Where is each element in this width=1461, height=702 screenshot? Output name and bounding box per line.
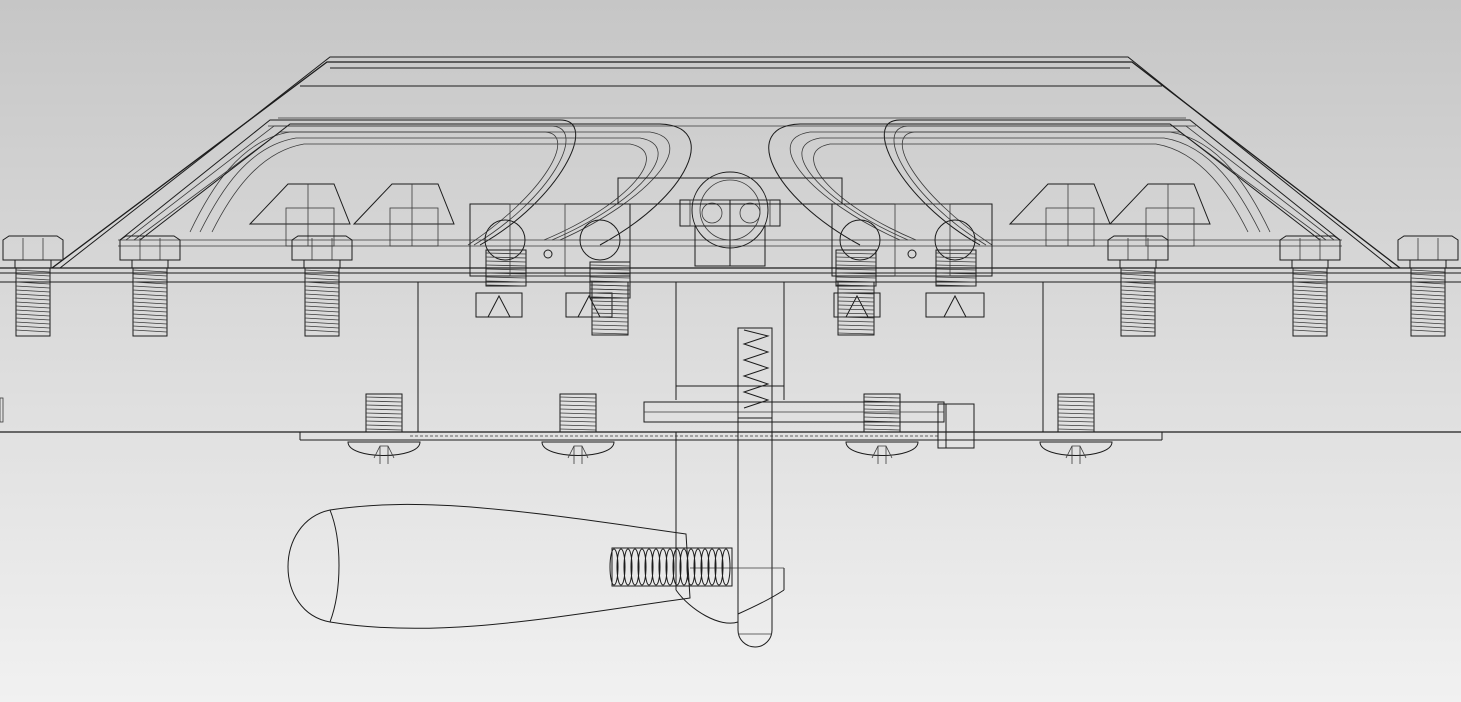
mounting-bolt (1279, 235, 1341, 337)
stud (837, 281, 875, 336)
thread-coil (658, 548, 668, 586)
thread-coil (714, 548, 724, 586)
thread-coil (679, 548, 689, 586)
lower-screw (347, 393, 421, 464)
thread-coil (609, 548, 619, 586)
thread-coil (616, 548, 626, 586)
lower-screw (541, 393, 615, 464)
stud-group (485, 249, 977, 336)
thread-coil (707, 548, 717, 586)
thread-coil (686, 548, 696, 586)
compression-spring (737, 327, 773, 419)
thread-coil (700, 548, 710, 586)
mounting-bolt-group (2, 235, 1459, 337)
mounting-bolt (1397, 235, 1459, 337)
lower-screw-group (347, 393, 1113, 464)
clamp-block (831, 203, 993, 318)
thread-coil (651, 548, 661, 586)
stud (935, 249, 977, 287)
thread-coil (693, 548, 703, 586)
thread-coil (637, 548, 647, 586)
central-ball-joint (617, 171, 843, 267)
thread-coil (630, 548, 640, 586)
vertical-shaft (643, 282, 975, 648)
thread-coil (644, 548, 654, 586)
lower-screw (1039, 393, 1113, 464)
inner-hex-bolt-group (248, 183, 1211, 247)
mounting-bolt (291, 235, 353, 337)
inner-hex-bolt (1108, 183, 1211, 247)
stud (591, 281, 629, 336)
handle-thread (609, 547, 733, 587)
inner-hex-bolt (248, 183, 351, 247)
inner-hex-bolt (1008, 183, 1111, 247)
mounting-bolt (119, 235, 181, 337)
stud (485, 249, 527, 287)
mounting-bolt (1107, 235, 1169, 337)
lever-handle (287, 503, 691, 629)
thread-coil (672, 548, 682, 586)
thread-coil (721, 548, 731, 586)
thread-coil (623, 548, 633, 586)
thread-coil (665, 548, 675, 586)
mounting-bolt (2, 235, 64, 337)
lower-screw (845, 393, 919, 464)
inner-hex-bolt (352, 183, 455, 247)
clamp-block (469, 203, 631, 318)
